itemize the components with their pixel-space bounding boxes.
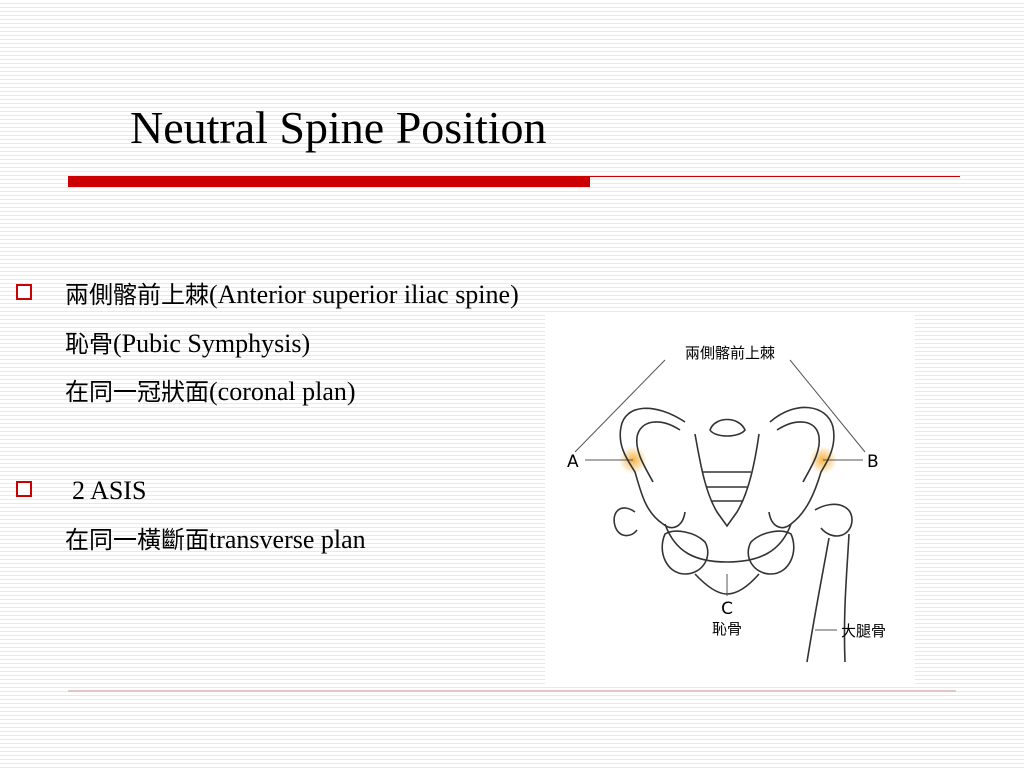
pubis-label: 恥骨 (712, 620, 742, 638)
bullet-1-line-2-latin: (Pubic Symphysis) (113, 329, 311, 358)
bullet-1-line-1-cjk: 兩側髂前上棘 (65, 281, 209, 309)
label-c: C (721, 599, 733, 619)
bullet-square-icon (16, 284, 32, 300)
bullet-2-line-2-cjk: 在同一橫斷面 (65, 526, 209, 554)
femur-label: 大腿骨 (841, 622, 886, 640)
bullet-1-line-2: 恥骨(Pubic Symphysis) (65, 328, 310, 360)
label-a: A (567, 452, 579, 472)
bullet-square-icon (16, 481, 32, 497)
figure-top-label: 兩側髂前上棘 (685, 344, 775, 362)
title-underline-thick (68, 176, 590, 187)
bullet-2-line-1: 2 ASIS (72, 475, 146, 507)
bullet-1-line-1-latin: (Anterior superior iliac spine) (209, 280, 519, 309)
bullet-1-line-3-latin: (coronal plan) (209, 377, 356, 406)
slide-title: Neutral Spine Position (130, 102, 547, 153)
bullet-2-line-1-latin: 2 ASIS (72, 476, 147, 505)
footer-rule (68, 690, 956, 692)
bullet-1-line-3: 在同一冠狀面(coronal plan) (65, 376, 356, 408)
bullet-2-line-2: 在同一橫斷面transverse plan (65, 524, 366, 556)
bullet-1-line-2-cjk: 恥骨 (65, 330, 113, 358)
pelvis-outline (613, 406, 853, 663)
label-b: B (867, 452, 879, 472)
pelvis-illustration: 兩側髂前上棘 A B (567, 344, 886, 663)
leader-line-right (789, 359, 866, 453)
bullet-2-line-2-latin: transverse plan (209, 525, 366, 554)
pelvis-diagram: 兩側髂前上棘 A B (545, 312, 915, 684)
leader-line-left (574, 359, 666, 453)
title-underline-thin (590, 176, 960, 177)
bullet-1-line-1: 兩側髂前上棘(Anterior superior iliac spine) (65, 279, 519, 311)
bullet-1-line-3-cjk: 在同一冠狀面 (65, 378, 209, 406)
